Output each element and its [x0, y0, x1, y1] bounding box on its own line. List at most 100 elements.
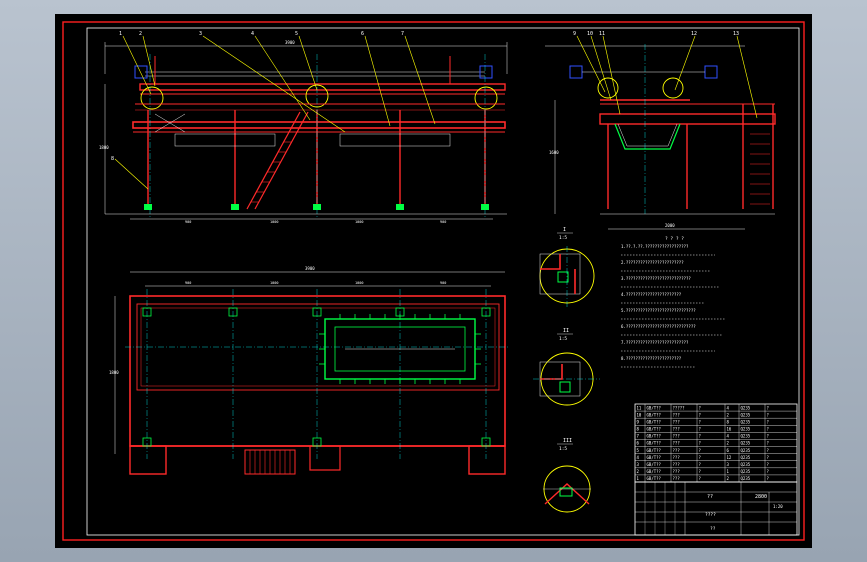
- bom-cell: GB/T??: [647, 476, 662, 481]
- bom-cell: Q235: [741, 434, 751, 439]
- bom-cell: 5: [637, 448, 640, 453]
- detail-III-scale: 1:5: [559, 446, 567, 452]
- bom-cell: ?: [767, 455, 770, 460]
- side-callout-12: 12: [691, 31, 697, 37]
- side-callout-13: 13: [733, 31, 739, 37]
- bom-cell: ???: [673, 455, 681, 460]
- bom-cell: ???: [673, 412, 681, 417]
- bom-cell: ?: [767, 405, 770, 410]
- bom-cell: GB/T??: [647, 455, 662, 460]
- bom-cell: ?: [699, 441, 702, 446]
- bom-cell: ?: [767, 427, 770, 432]
- bom-cell: 3: [637, 462, 640, 467]
- bom-cell: GB/T??: [647, 448, 662, 453]
- bom-cell: ???: [673, 427, 681, 432]
- front-callout-2: 2: [139, 31, 142, 37]
- front-callout-4: 4: [251, 31, 254, 37]
- bom-cell: Q235: [741, 448, 751, 453]
- note-6: 6.?????????????????????????????: [621, 324, 696, 329]
- bom-cell: 1: [637, 476, 640, 481]
- bom-cell: 4: [637, 455, 640, 460]
- bom-cell: Q235: [741, 412, 751, 417]
- outer-border: [62, 21, 805, 541]
- bom-cell: GB/T??: [647, 427, 662, 432]
- detail-III: III 1:5: [543, 438, 591, 513]
- plan-span-1: 900: [185, 281, 191, 285]
- bom-cell: 3: [727, 462, 730, 467]
- note-2: 2.????????????????????????: [621, 260, 684, 265]
- bom-cell: ???: [673, 441, 681, 446]
- drawing-number: 2800: [755, 494, 767, 500]
- bom-cell: 4: [727, 405, 730, 410]
- note-4: 4.???????????????????????: [621, 292, 682, 297]
- bom-cell: 9: [637, 419, 640, 424]
- bom-cell: 6: [727, 448, 730, 453]
- side-callout-10: 10: [587, 31, 593, 37]
- bom-cell: ?: [767, 448, 770, 453]
- bom-cell: Q235: [741, 427, 751, 432]
- front-callout-6: 6: [361, 31, 364, 37]
- detail-III-label: III: [563, 438, 572, 444]
- bom-cell: ???: [673, 434, 681, 439]
- bom-cell: ?: [699, 462, 702, 467]
- bom-cell: ???: [673, 476, 681, 481]
- bom-cell: 7: [637, 434, 640, 439]
- detail-I-label: I: [563, 227, 566, 233]
- bom-cell: Q235: [741, 405, 751, 410]
- bom-cell: ?: [767, 412, 770, 417]
- front-span-4: 900: [440, 220, 446, 224]
- detail-II: II 1:5: [533, 328, 600, 406]
- bom-cell: ?: [767, 434, 770, 439]
- bom-cell: ?: [699, 448, 702, 453]
- cad-drawing: 3 900: [62, 21, 805, 541]
- designer-name: ????: [705, 512, 716, 518]
- bom-cell: 2: [727, 412, 730, 417]
- bom-cell: 2: [727, 476, 730, 481]
- detail-views: I 1:5 II 1:5 III 1:5: [533, 227, 600, 513]
- front-height-dim: 1800: [99, 145, 109, 150]
- plan-span-4: 900: [440, 281, 446, 285]
- bom-cell: 12: [727, 455, 732, 460]
- front-total-dim: 3900: [285, 40, 295, 45]
- front-callout-8: 8: [111, 156, 114, 162]
- side-width-dim: 2000: [665, 223, 675, 228]
- bom-cell: ?: [767, 419, 770, 424]
- inner-frame: [86, 27, 800, 536]
- bom-cell: GB/T??: [647, 441, 662, 446]
- bom-cell: GB/T??: [647, 469, 662, 474]
- side-callout-11: 11: [599, 31, 605, 37]
- bom-cell: ?: [767, 441, 770, 446]
- plan-width-dim: 1800: [109, 370, 119, 375]
- bom-cell: 1: [727, 469, 730, 474]
- bom-cell: 16: [727, 427, 732, 432]
- side-elevation: 1600 2000 9 10 11 12 13: [545, 31, 776, 230]
- front-span-2: 1000: [270, 220, 278, 224]
- bom-cell: Q235: [741, 441, 751, 446]
- front-elevation: 3900: [99, 31, 508, 224]
- bom-cell: ???: [673, 448, 681, 453]
- plan-total-dim: 3900: [305, 266, 315, 271]
- bom-cell: ?: [767, 469, 770, 474]
- title-block-title: ??: [707, 494, 713, 500]
- plan-span-3: 1000: [355, 281, 363, 285]
- bom-cell: ?: [699, 405, 702, 410]
- bom-cell: ?: [699, 427, 702, 432]
- bom-cell: GB/T??: [647, 405, 662, 410]
- front-callout-7: 7: [401, 31, 404, 37]
- bom-cell: ?: [699, 412, 702, 417]
- front-span-1: 900: [185, 220, 191, 224]
- company-name: ??: [710, 526, 716, 532]
- drawing-sheet: 3 900: [55, 14, 812, 548]
- front-span-3: 1000: [355, 220, 363, 224]
- bom-cell: ?: [699, 455, 702, 460]
- detail-I-scale: 1:5: [559, 235, 567, 241]
- bom-cell: 2: [637, 469, 640, 474]
- side-callout-9: 9: [573, 31, 576, 37]
- bom-cell: GB/T??: [647, 412, 662, 417]
- side-height-dim: 1600: [549, 150, 559, 155]
- bom-cell: 8: [637, 427, 640, 432]
- notes-title: ? ? ? ?: [665, 236, 684, 242]
- front-callout-5: 5: [295, 31, 298, 37]
- bom-cell: 8: [727, 419, 730, 424]
